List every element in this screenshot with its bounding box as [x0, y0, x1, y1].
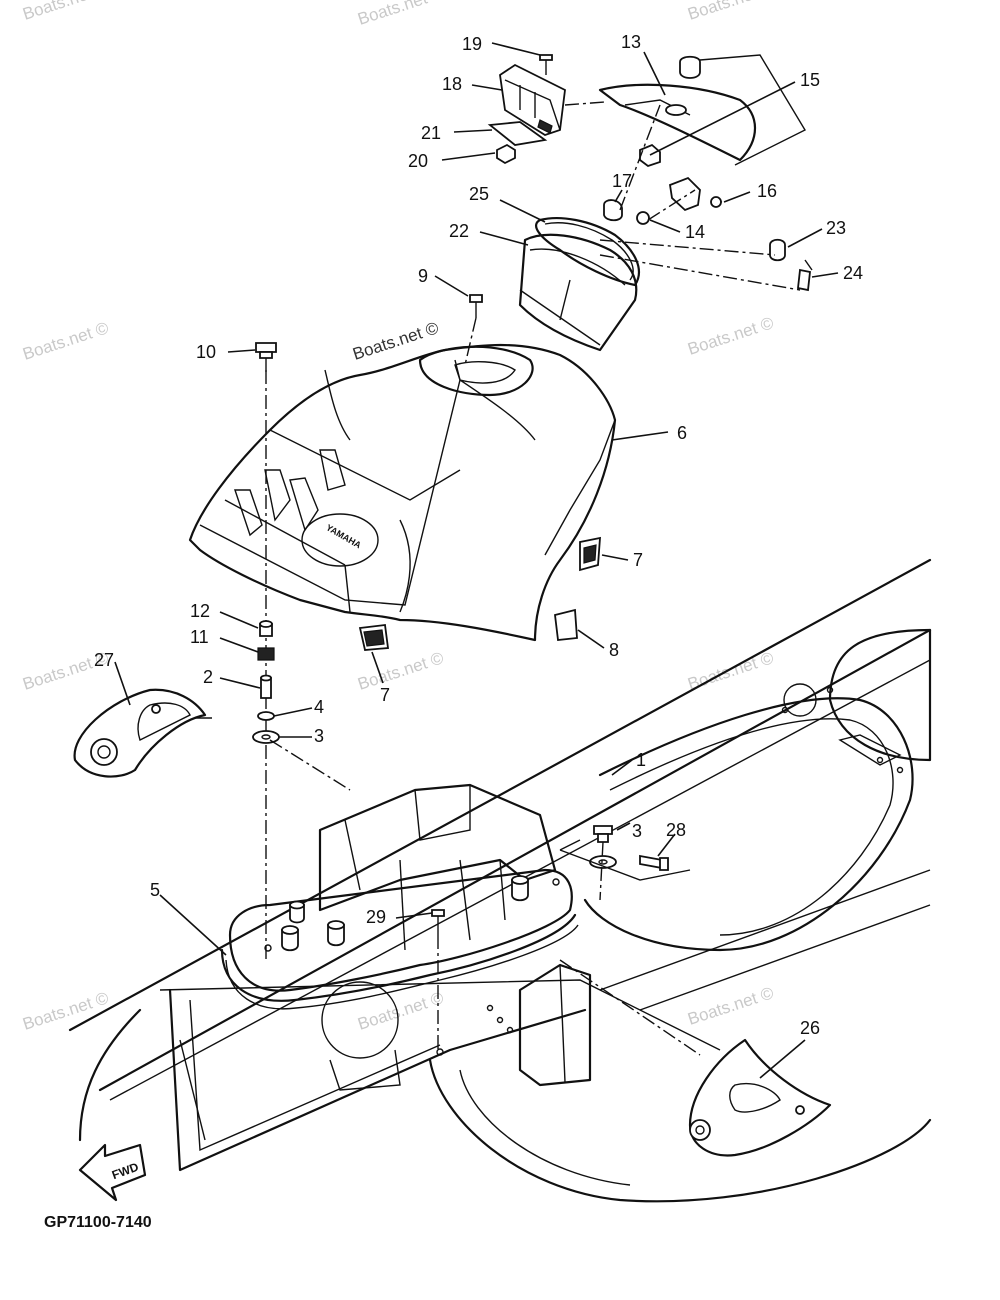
callout-3: 3 [314, 726, 324, 746]
callout-7: 7 [380, 685, 390, 705]
callout-19: 19 [462, 34, 482, 54]
fastener-stack-left [252, 342, 351, 960]
watermarks: Boats.net © Boats.net © Boats.net © Boat… [20, 0, 776, 1034]
callout-11: 11 [190, 627, 209, 647]
callout-20: 20 [408, 151, 428, 171]
storage-box [220, 783, 579, 1010]
callout-24: 24 [843, 263, 863, 283]
diagram-code: GP71100-7140 [44, 1214, 152, 1231]
watermark: Boats.net © [685, 313, 776, 359]
callout-22: 22 [449, 221, 469, 241]
latch-assembly [464, 54, 813, 366]
callout-17: 17 [612, 171, 632, 191]
callout-18: 18 [442, 74, 462, 94]
callout-2: 2 [203, 667, 213, 687]
watermark: Boats.net © [20, 0, 111, 24]
hull-deck [68, 558, 932, 1203]
callout-8: 8 [609, 640, 619, 660]
callout-14: 14 [685, 222, 705, 242]
hatch-cover: YAMAHA [188, 343, 617, 642]
callout-28: 28 [666, 820, 686, 840]
callout-10: 10 [196, 342, 216, 362]
fastener-stack-right [559, 825, 691, 901]
watermark: Boats.net © [355, 648, 446, 694]
callout-27: 27 [94, 650, 114, 670]
callout-25: 25 [469, 184, 489, 204]
watermark: Boats.net © [355, 0, 446, 29]
callout-12: 12 [190, 601, 210, 621]
callout-7: 7 [633, 550, 643, 570]
fwd-arrow: FWD [78, 1143, 147, 1202]
callout-6: 6 [677, 423, 687, 443]
watermark: Boats.net © [350, 318, 441, 364]
watermark: Boats.net © [20, 988, 111, 1034]
leader-lines [114, 42, 839, 1079]
callout-3: 3 [632, 821, 642, 841]
deck-holes [436, 686, 904, 1056]
callout-13: 13 [621, 32, 641, 52]
callout-labels: 19 13 18 15 21 20 17 16 25 14 22 23 9 24… [94, 32, 863, 1038]
watermark: Boats.net © [685, 0, 776, 24]
callout-9: 9 [418, 266, 428, 286]
clips [358, 536, 601, 651]
watermark: Boats.net © [685, 983, 776, 1029]
bolt-29 [431, 909, 445, 1050]
callout-21: 21 [421, 123, 441, 143]
storage-box-bosses [264, 875, 560, 952]
callout-29: 29 [366, 907, 386, 927]
callout-5: 5 [150, 880, 160, 900]
callout-16: 16 [757, 181, 777, 201]
callout-23: 23 [826, 218, 846, 238]
callout-26: 26 [800, 1018, 820, 1038]
callout-4: 4 [314, 697, 324, 717]
watermark: Boats.net © [355, 988, 446, 1034]
vent-cover-27 [73, 688, 212, 778]
vent-cover-26 [688, 1038, 832, 1157]
callout-1: 1 [636, 750, 646, 770]
watermark: Boats.net © [20, 318, 111, 364]
yamaha-logo-text: YAMAHA [324, 522, 363, 550]
callout-15: 15 [800, 70, 820, 90]
